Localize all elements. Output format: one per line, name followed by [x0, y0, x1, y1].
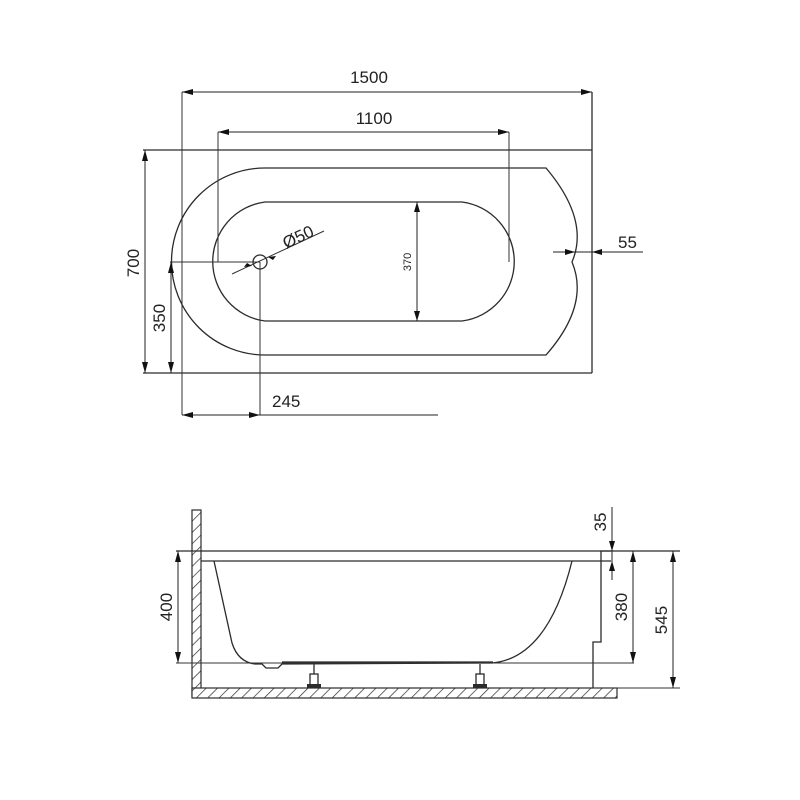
dim-overall-width: 700 — [124, 249, 143, 277]
dim-depth-right: 380 — [612, 593, 631, 621]
floor-section — [191, 687, 618, 699]
dim-drain-offset-y: 350 — [150, 304, 169, 332]
dim-inner-length: 1100 — [356, 109, 393, 128]
dim-rim-offset: 55 — [618, 233, 637, 252]
dim-depth-left: 400 — [157, 593, 176, 621]
tub-body-profile — [213, 560, 573, 669]
dim-drain-diameter: Ø50 — [280, 222, 317, 253]
rim-outline — [170, 167, 578, 356]
support-leg-left — [307, 664, 321, 688]
support-leg-right — [473, 664, 487, 688]
dim-inner-width: 370 — [402, 253, 414, 271]
dim-rim-thickness: 35 — [591, 513, 610, 532]
dim-overall-length: 1500 — [350, 68, 388, 87]
top-view: 1500 1100 700 350 245 Ø50 370 — [124, 68, 643, 418]
dim-drain-offset-x: 245 — [272, 392, 300, 411]
inner-basin-outline — [212, 201, 515, 322]
dim-total-height: 545 — [652, 606, 671, 634]
wall-section — [191, 509, 202, 697]
side-view: 400 35 380 545 — [157, 507, 680, 699]
end-panel-profile — [592, 550, 611, 688]
drain-diameter-leader — [231, 230, 325, 275]
